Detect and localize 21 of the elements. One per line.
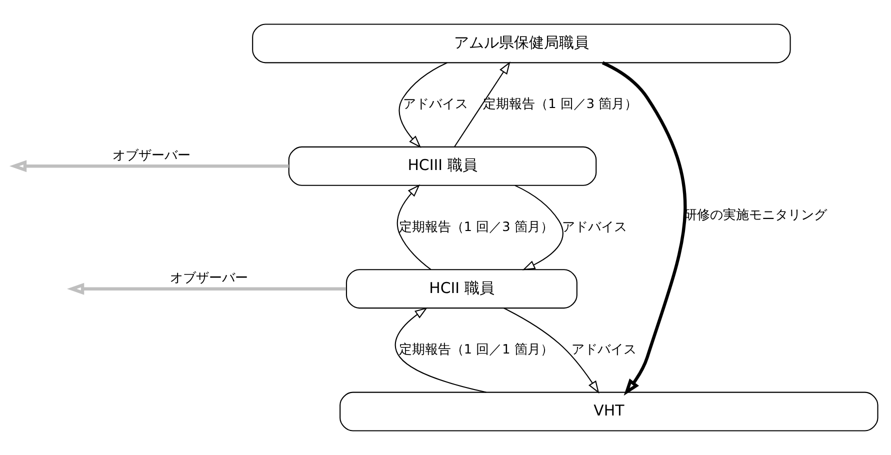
arrow (514, 184, 564, 270)
edge-label: 定期報告（1 回／1 箇月） (398, 342, 554, 358)
edge-label: オブザーバー (170, 271, 248, 286)
node-box: HCIII 職員 (288, 146, 597, 186)
arrow (67, 282, 346, 295)
arrow (504, 308, 600, 394)
arrow (398, 62, 448, 148)
node-box: VHT (340, 392, 878, 432)
arrow (454, 62, 510, 147)
arrow (396, 184, 432, 270)
edge-label: 定期報告（1 回／3 箇月） (398, 220, 554, 235)
edge-label: 定期報告（1 回／3 箇月） (483, 97, 638, 112)
edge-label: アドバイス (572, 342, 637, 358)
node-box: HCII 職員 (346, 269, 578, 309)
edge-label: オブザーバー (112, 148, 190, 164)
arrow (9, 160, 289, 172)
edge-label: アドバイス (562, 220, 628, 235)
arrow (394, 307, 486, 393)
node-box: アムル県保健局職員 (252, 24, 791, 64)
arrow (602, 61, 687, 396)
edge-label: アドバイス (403, 97, 468, 112)
